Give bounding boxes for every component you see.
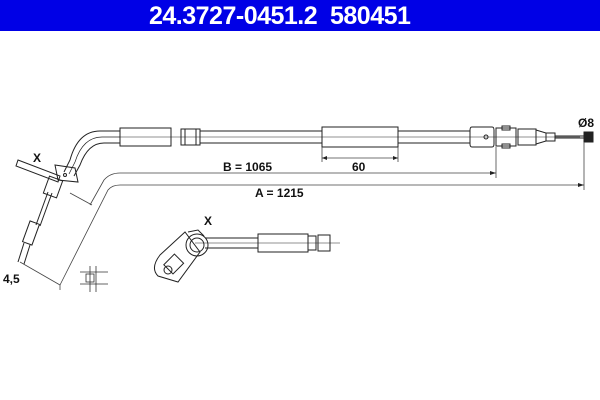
ferrule	[180, 128, 201, 146]
reference-number: 580451	[330, 2, 411, 30]
detail-marker-main: X	[33, 151, 41, 165]
dimension-line-a	[59, 184, 584, 286]
diameter-label: Ø8	[578, 116, 594, 130]
width-label: 4,5	[3, 272, 20, 286]
dimension-b-label: B = 1065	[223, 160, 272, 174]
part-number: 24.3727-0451.2	[149, 2, 318, 30]
detail-marker-view: X	[204, 214, 212, 228]
cable-sleeve-left	[119, 127, 172, 147]
end-fitting	[469, 125, 594, 149]
dimension-a-label: A = 1215	[255, 186, 304, 200]
title-bar: 24.3727-0451.2 580451	[0, 0, 600, 31]
dimension-60-label: 60	[352, 160, 366, 174]
cable-sleeve-60	[321, 126, 399, 148]
section-symbol	[80, 266, 108, 292]
left-bracket	[15, 159, 79, 265]
detail-x-view	[154, 229, 340, 283]
cable-sheath	[63, 130, 580, 177]
dimension-line-b	[89, 172, 496, 206]
